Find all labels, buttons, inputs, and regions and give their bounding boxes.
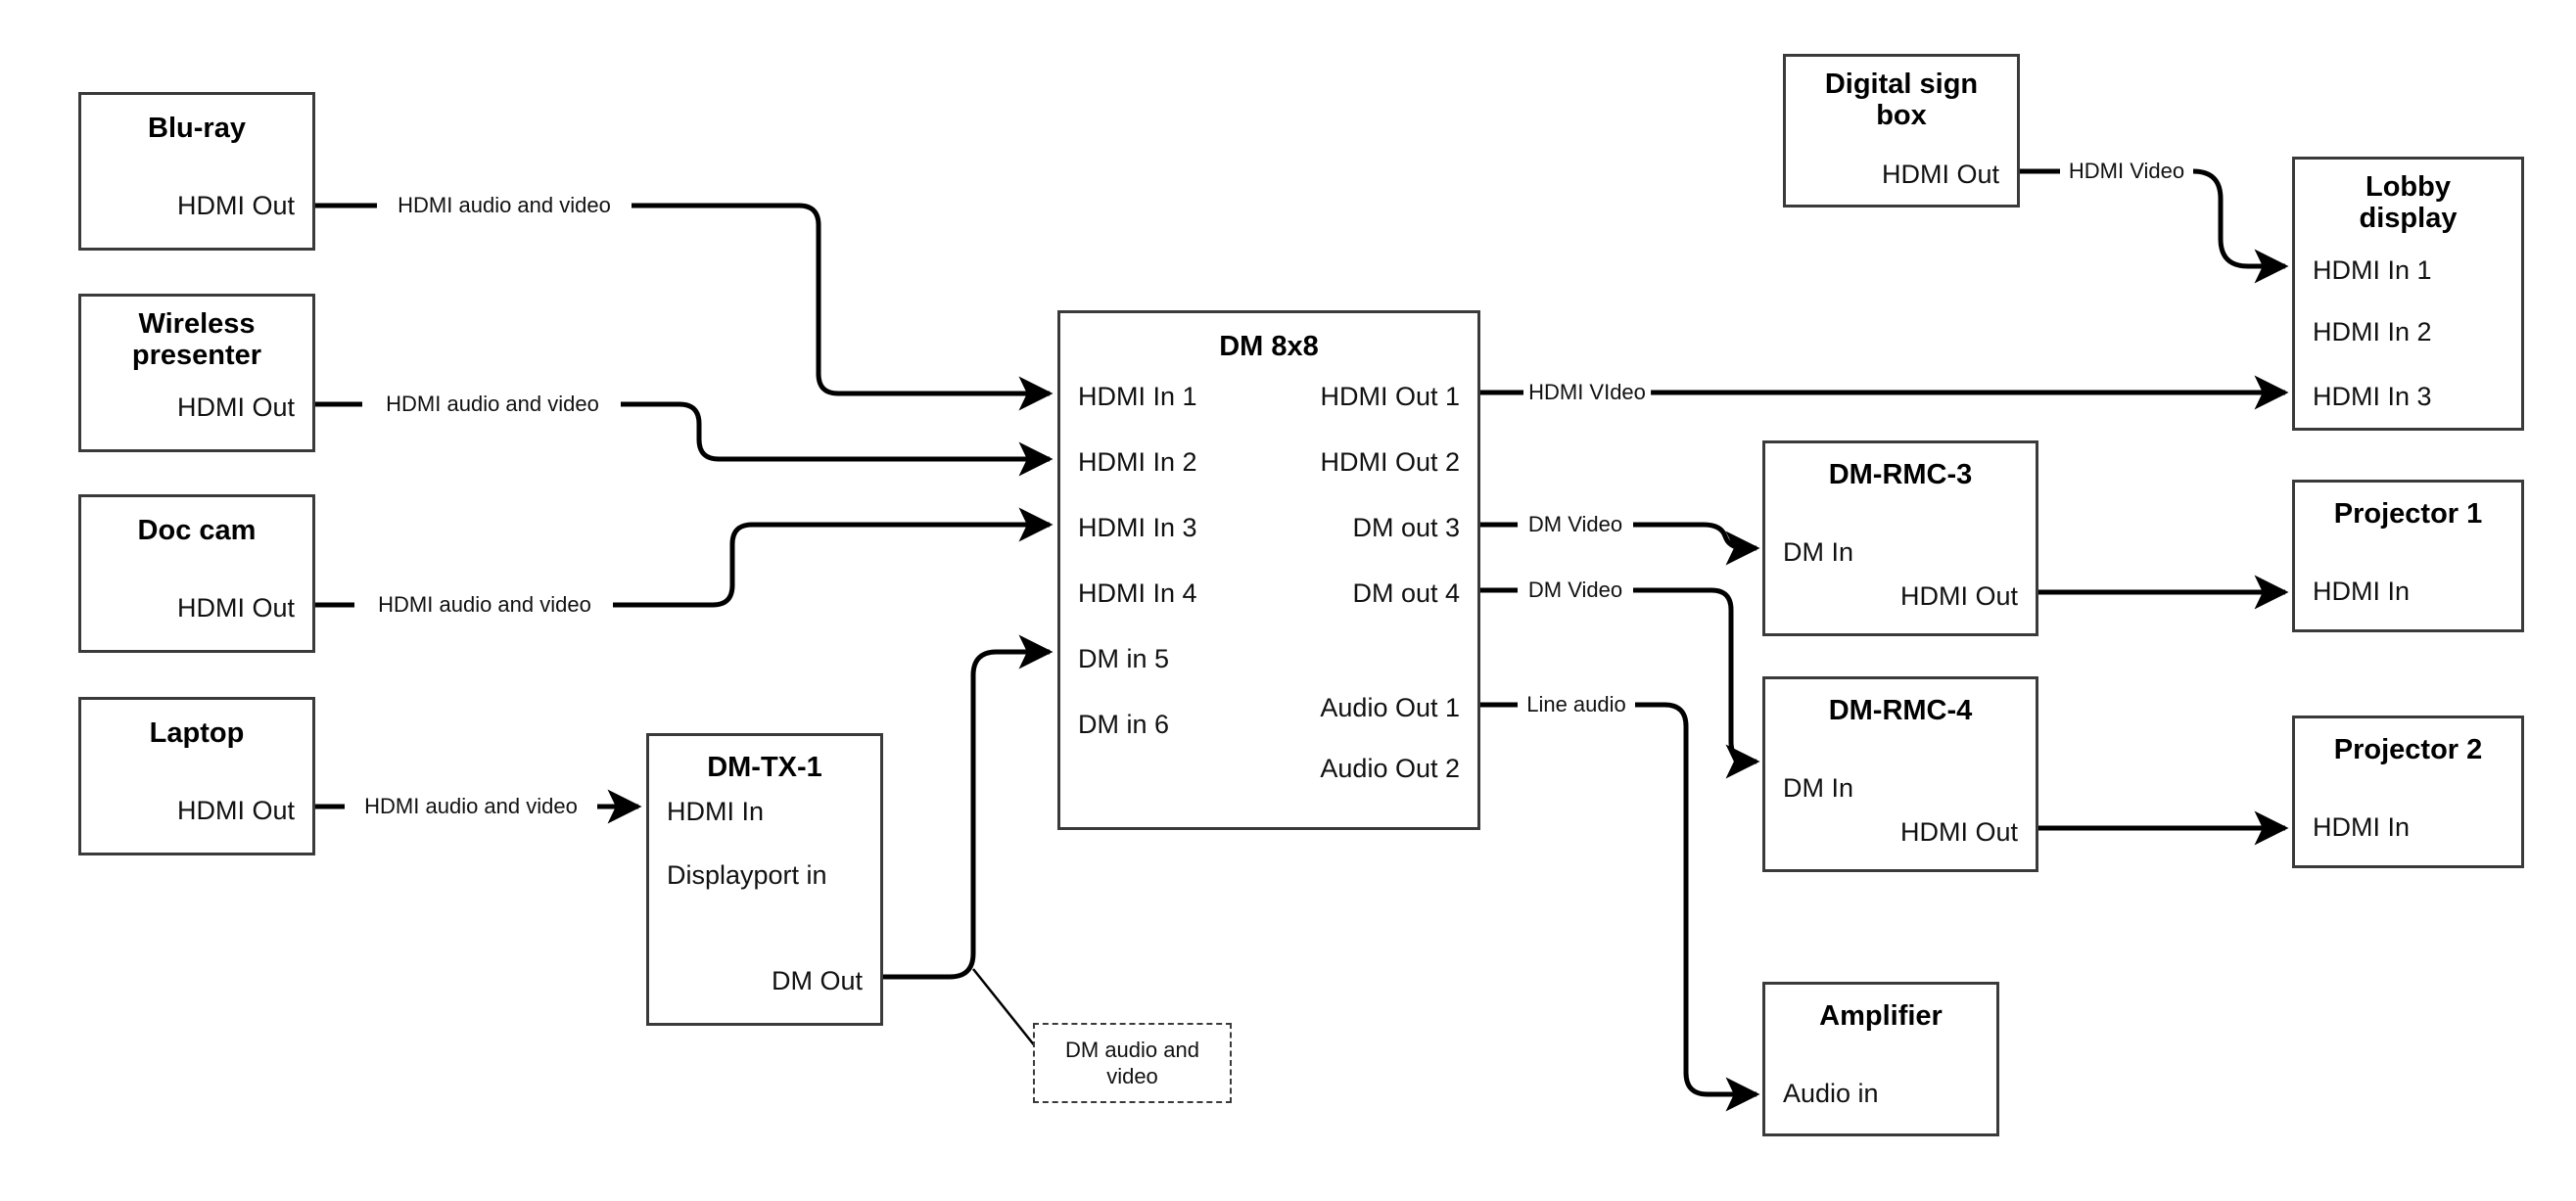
wire-dmtx1-to-dm8x8-in5 xyxy=(883,634,1054,980)
lobby-title-line1: Lobby xyxy=(2365,171,2451,203)
node-dm-8x8-port-hdmi-in-3[interactable]: HDMI In 3 xyxy=(1078,513,1197,542)
wireless-title-line2: presenter xyxy=(131,340,262,372)
node-lobby-display-port-hdmi-in-2[interactable]: HDMI In 2 xyxy=(2313,317,2432,346)
node-dm-8x8-port-hdmi-out-2[interactable]: HDMI Out 2 xyxy=(1320,447,1460,477)
node-laptop[interactable]: Laptop HDMI Out xyxy=(78,697,315,855)
node-digital-sign-box[interactable]: Digital sign box HDMI Out xyxy=(1783,54,2020,208)
node-doc-cam[interactable]: Doc cam HDMI Out xyxy=(78,494,315,653)
node-dm-8x8-port-dm-in-5[interactable]: DM in 5 xyxy=(1078,644,1170,673)
wire-wireless-to-dm8x8-in2 xyxy=(315,401,1050,459)
node-lobby-display-title: Lobby display xyxy=(2295,171,2521,235)
node-dm-8x8-port-hdmi-in-4[interactable]: HDMI In 4 xyxy=(1078,578,1197,608)
node-dm-rmc-3-title: DM-RMC-3 xyxy=(1828,459,1973,490)
node-amplifier-port-audio-in[interactable]: Audio in xyxy=(1783,1079,1879,1108)
node-dm-tx-1-port-displayport-in[interactable]: Displayport in xyxy=(667,860,827,890)
callout-dm-audio-and-video: DM audio and video xyxy=(1033,1023,1232,1103)
node-dm-tx-1[interactable]: DM-TX-1 HDMI In Displayport in DM Out xyxy=(646,733,883,1026)
edge-label-line-audio: Line audio xyxy=(1522,692,1631,717)
node-dm-rmc-3[interactable]: DM-RMC-3 DM In HDMI Out xyxy=(1762,440,2038,636)
edge-label-wireless: HDMI audio and video xyxy=(381,392,604,417)
edge-label-laptop: HDMI audio and video xyxy=(359,794,583,819)
node-dm-8x8-port-audio-out-1[interactable]: Audio Out 1 xyxy=(1320,693,1460,722)
signbox-title-line2: box xyxy=(1876,100,1927,132)
node-digital-sign-box-port-hdmi-out[interactable]: HDMI Out xyxy=(1881,160,1999,189)
node-dm-8x8-title: DM 8x8 xyxy=(1219,331,1319,362)
edge-label-sign-hdmi-video: HDMI Video xyxy=(2063,159,2190,184)
node-projector-1-port-hdmi-in[interactable]: HDMI In xyxy=(2313,577,2411,606)
signbox-title-line1: Digital sign xyxy=(1824,69,1979,100)
edge-label-dm-video-4: DM Video xyxy=(1522,577,1628,603)
wire-bluray-to-dm8x8-in1 xyxy=(315,203,1050,393)
node-dm-rmc-3-port-dm-in[interactable]: DM In xyxy=(1783,537,1854,567)
node-lobby-display-port-hdmi-in-3[interactable]: HDMI In 3 xyxy=(2313,382,2432,411)
node-dm-8x8-port-dm-in-6[interactable]: DM in 6 xyxy=(1078,710,1170,739)
wireless-title-line1: Wireless xyxy=(138,308,256,340)
node-amplifier-title: Amplifier xyxy=(1819,1000,1943,1032)
edge-label-doccam: HDMI audio and video xyxy=(373,592,596,618)
node-projector-1[interactable]: Projector 1 HDMI In xyxy=(2292,480,2524,632)
node-lobby-display-port-hdmi-in-1[interactable]: HDMI In 1 xyxy=(2313,255,2432,285)
node-doc-cam-port-hdmi-out[interactable]: HDMI Out xyxy=(176,593,295,623)
node-doc-cam-title: Doc cam xyxy=(137,515,257,546)
node-projector-2[interactable]: Projector 2 HDMI In xyxy=(2292,716,2524,868)
node-dm-8x8-port-hdmi-out-1[interactable]: HDMI Out 1 xyxy=(1320,382,1460,411)
node-dm-rmc-4-title: DM-RMC-4 xyxy=(1828,695,1973,726)
edge-label-dm-video-3: DM Video xyxy=(1522,512,1628,537)
wire-dm8x8-out4-to-rmc4 xyxy=(1480,587,1756,762)
lobby-title-line2: display xyxy=(2359,203,2458,235)
node-dm-rmc-3-port-hdmi-out[interactable]: HDMI Out xyxy=(1899,581,2018,611)
wire-doccam-to-dm8x8-in3 xyxy=(315,525,1050,608)
wire-dm8x8-out3-to-rmc3 xyxy=(1480,525,1756,548)
node-amplifier[interactable]: Amplifier Audio in xyxy=(1762,982,1999,1136)
node-dm-rmc-4-port-hdmi-out[interactable]: HDMI Out xyxy=(1899,817,2018,847)
node-projector-2-port-hdmi-in[interactable]: HDMI In xyxy=(2313,812,2411,842)
node-dm-rmc-4[interactable]: DM-RMC-4 DM In HDMI Out xyxy=(1762,676,2038,872)
node-dm-8x8[interactable]: DM 8x8 HDMI In 1 HDMI In 2 HDMI In 3 HDM… xyxy=(1057,310,1480,830)
node-dm-8x8-port-dm-out-4[interactable]: DM out 4 xyxy=(1352,578,1460,608)
wire-dm8x8-audioout1-to-amp xyxy=(1480,702,1756,1094)
node-dm-tx-1-title: DM-TX-1 xyxy=(707,752,822,783)
node-dm-8x8-port-hdmi-in-2[interactable]: HDMI In 2 xyxy=(1078,447,1197,477)
node-bluray[interactable]: Blu-ray HDMI Out xyxy=(78,92,315,251)
node-dm-8x8-port-dm-out-3[interactable]: DM out 3 xyxy=(1352,513,1460,542)
node-projector-1-title: Projector 1 xyxy=(2333,498,2483,530)
node-wireless-port-hdmi-out[interactable]: HDMI Out xyxy=(176,393,295,422)
node-dm-8x8-port-hdmi-in-1[interactable]: HDMI In 1 xyxy=(1078,382,1197,411)
node-laptop-port-hdmi-out[interactable]: HDMI Out xyxy=(176,796,295,825)
node-bluray-title: Blu-ray xyxy=(148,113,246,144)
node-laptop-title: Laptop xyxy=(149,717,245,749)
node-dm-rmc-4-port-dm-in[interactable]: DM In xyxy=(1783,773,1854,803)
node-projector-2-title: Projector 2 xyxy=(2333,734,2483,765)
edge-label-bluray: HDMI audio and video xyxy=(393,193,616,218)
wire-signbox-to-lobby-in1 xyxy=(2020,168,2285,266)
node-lobby-display[interactable]: Lobby display HDMI In 1 HDMI In 2 HDMI I… xyxy=(2292,157,2524,431)
callout-leader-line xyxy=(972,968,1041,1053)
node-dm-tx-1-port-dm-out[interactable]: DM Out xyxy=(771,966,863,995)
node-wireless-presenter-title: Wireless presenter xyxy=(81,308,312,372)
node-dm-tx-1-port-hdmi-in[interactable]: HDMI In xyxy=(667,797,765,826)
node-digital-sign-box-title: Digital sign box xyxy=(1786,69,2017,132)
node-dm-8x8-port-audio-out-2[interactable]: Audio Out 2 xyxy=(1320,754,1460,783)
node-bluray-port-hdmi-out[interactable]: HDMI Out xyxy=(176,191,295,220)
edge-label-hdmi-video-out1: HDMI VIdeo xyxy=(1523,380,1651,405)
node-wireless-presenter[interactable]: Wireless presenter HDMI Out xyxy=(78,294,315,452)
